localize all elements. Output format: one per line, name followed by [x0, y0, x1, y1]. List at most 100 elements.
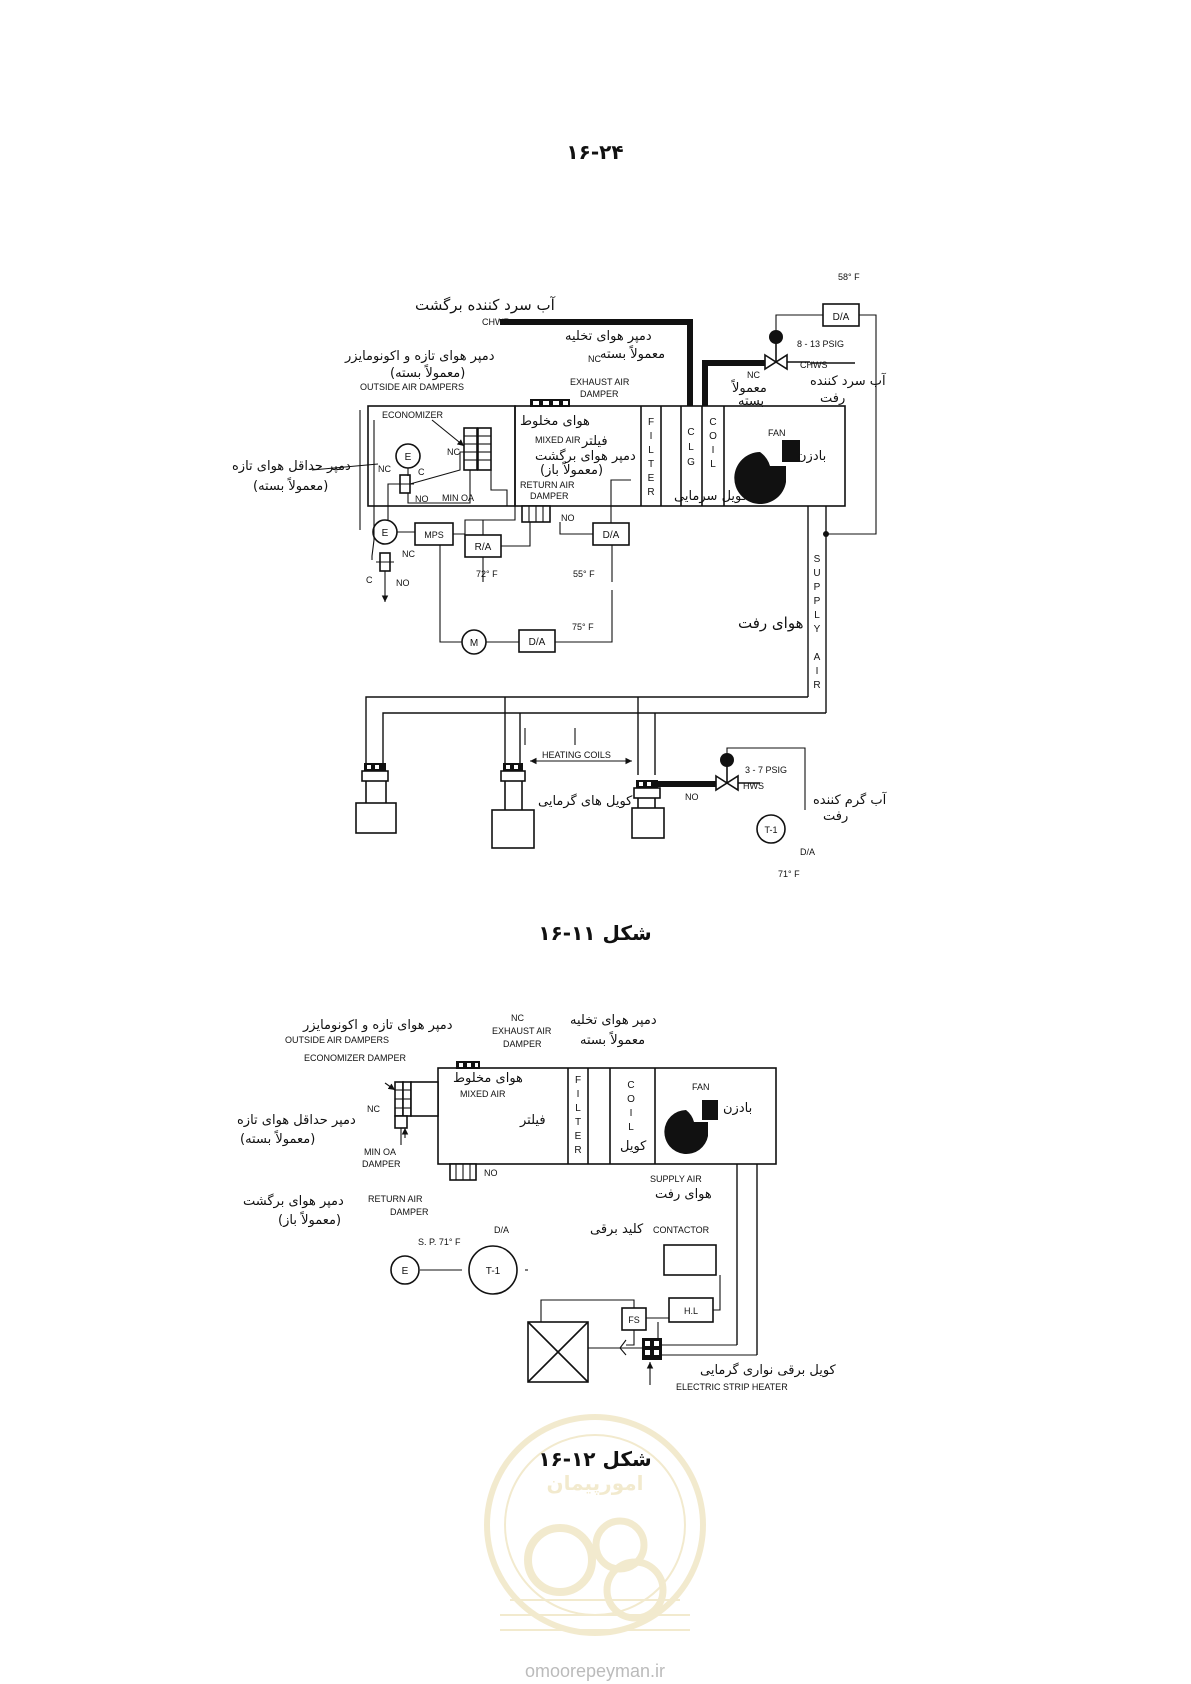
fan-icon-2 [664, 1100, 718, 1154]
chws-label: CHWS [800, 360, 828, 370]
min2-fa-2: (معمولاً بسته) [240, 1130, 315, 1147]
nc-fa-1: معمولاً [731, 379, 767, 396]
econ2-label: ECONOMIZER DAMPER [304, 1053, 407, 1063]
temp-55: 55° F [573, 569, 595, 579]
chwr-pipe [500, 319, 693, 406]
oad-fa-2: (معمولاً بسته) [390, 364, 465, 381]
coil2-fa: کویل [620, 1139, 647, 1154]
svg-text:E: E [648, 473, 655, 484]
t1-label: T-1 [764, 825, 777, 835]
contactor-label: CONTACTOR [653, 1225, 710, 1235]
svg-text:C: C [627, 1080, 634, 1091]
return-1: RETURN AIR [520, 480, 575, 490]
svg-text:S: S [814, 554, 821, 565]
svg-text:I: I [630, 1108, 633, 1119]
return-air-damper [521, 505, 551, 523]
exhaust-2: DAMPER [580, 389, 619, 399]
coil2-vertical-label: C O I L [627, 1080, 635, 1133]
electric-relay-e3 [390, 1255, 420, 1285]
svg-text:O: O [627, 1094, 635, 1105]
svg-text:F: F [575, 1075, 581, 1086]
oad-fa-1: دمپر هوای تازه و اکونومایزر [344, 349, 495, 364]
diffuser-box [527, 1321, 589, 1383]
exhaust-air-damper [530, 399, 570, 407]
figure-16-11-caption: شکل ۱۱-۱۶ [538, 921, 651, 945]
return-fa-1: دمپر هوای برگشت [535, 448, 636, 464]
chws-control-valve [764, 330, 810, 371]
da-label-mid: D/A [603, 530, 620, 541]
return2-fa-2: (معمولاً باز) [278, 1211, 341, 1228]
e2-c: C [366, 575, 373, 585]
hws-fa-2: رفت [823, 809, 848, 824]
svg-text:I: I [816, 666, 819, 677]
e3-label: E [402, 1266, 409, 1277]
coil-fa: کویل سرمایی [674, 489, 749, 504]
svg-text:I: I [577, 1089, 580, 1100]
fan-label: FAN [768, 428, 786, 438]
return2-no: NO [484, 1168, 498, 1178]
svg-text:L: L [814, 610, 820, 621]
supply-fa: هوای رفت [738, 614, 804, 632]
distribution-ducts [365, 696, 826, 775]
heating-label: HEATING COILS [542, 750, 611, 760]
oad2-label: OUTSIDE AIR DAMPERS [285, 1035, 389, 1045]
svg-text:G: G [687, 457, 695, 468]
temp-58: 58° F [838, 272, 860, 282]
hws-psig: 3 - 7 PSIG [745, 765, 787, 775]
e2-nc: NC [402, 549, 415, 559]
svg-text:L: L [688, 442, 694, 453]
exhaust2-2: DAMPER [503, 1039, 542, 1049]
return2-1: RETURN AIR [368, 1194, 423, 1204]
chws-fa-1: آب سرد کننده [810, 372, 887, 389]
svg-text:امورپیمان: امورپیمان [547, 1471, 644, 1496]
return2-fa-1: دمپر هوای برگشت [243, 1193, 344, 1209]
t1-2-label: T-1 [486, 1266, 501, 1277]
chws-nc: NC [747, 370, 760, 380]
svg-text:R: R [574, 1145, 581, 1156]
min-c: C [418, 467, 425, 477]
coil-vertical-label: C O I L [709, 417, 717, 470]
exhaust-nc: NC [588, 354, 601, 364]
svg-text:T: T [575, 1117, 581, 1128]
min2-nc: NC [367, 1104, 380, 1114]
temp-75: 75° F [572, 622, 594, 632]
contactor-box [663, 1244, 717, 1276]
min-no: NO [415, 494, 429, 504]
min-nc: NC [378, 464, 391, 474]
svg-text:L: L [575, 1103, 581, 1114]
exhaust-fa-1: دمپر هوای تخلیه [565, 329, 652, 344]
clg-vertical-label: C L G [687, 427, 695, 468]
svg-text:L: L [648, 445, 654, 456]
exhaust-1: EXHAUST AIR [570, 377, 630, 387]
heater-label: ELECTRIC STRIP HEATER [676, 1382, 788, 1392]
return-2: DAMPER [530, 491, 569, 501]
da-controller-bottom [518, 629, 556, 653]
ahu2-housing [437, 1067, 777, 1165]
exhaust2-nc: NC [511, 1013, 524, 1023]
mixed2-label: MIXED AIR [460, 1089, 506, 1099]
oad-label: OUTSIDE AIR DAMPERS [360, 382, 464, 392]
svg-text:L: L [628, 1122, 634, 1133]
fan-fa: بادزن [797, 449, 826, 464]
figure-16-12-caption: شکل ۱۲-۱۶ [538, 1447, 651, 1471]
mixed-fa: هوای مخلوط [520, 414, 590, 429]
econ-nc: NC [447, 447, 460, 457]
supply-vertical-label: S U P P L Y A I R [813, 554, 820, 691]
svg-text:I: I [650, 431, 653, 442]
heater-fa: کویل برقی نواری گرمایی [700, 1362, 837, 1378]
min-fa-2: (معمولاً بسته) [253, 477, 328, 494]
fan2-label: FAN [692, 1082, 710, 1092]
exhaust2-fa-2: معمولاً بسته [580, 1031, 645, 1048]
nc-fa-2: بسته [738, 394, 764, 409]
da-label-bottom: D/A [529, 637, 546, 648]
control-wiring-2 [420, 1269, 757, 1356]
e2-label: E [382, 528, 389, 539]
fan-icon [734, 440, 800, 504]
figure-16-12: دمپر هوای تازه و اکونومایزر OUTSIDE AIR … [237, 1013, 837, 1471]
hws-control-valve [715, 747, 806, 810]
hws-label: HWS [743, 781, 764, 791]
outside-air-dampers-2 [394, 1081, 439, 1117]
chwr-label: CHWR [482, 317, 510, 327]
sp-label: S. P. 71° F [418, 1237, 461, 1247]
